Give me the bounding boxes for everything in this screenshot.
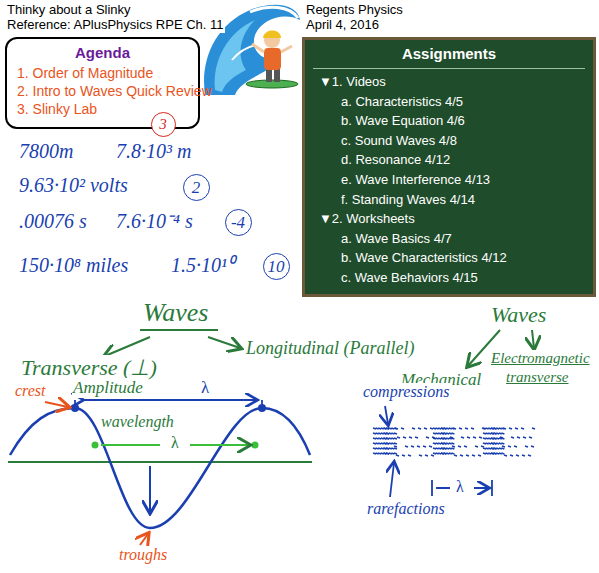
- symbol: λ: [455, 478, 465, 496]
- wave-type: Longitudinal (Parallel): [245, 338, 416, 359]
- wave-type: Electromagnetic: [490, 350, 591, 367]
- symbol: λ: [200, 378, 210, 398]
- wave-axis: [8, 461, 312, 463]
- circled-number-text: -4: [231, 214, 245, 231]
- circled-number: -4: [225, 209, 252, 236]
- amplitude-arrow: [149, 466, 151, 512]
- note: 1.5·10¹⁰: [170, 254, 235, 277]
- list-item: c. Sound Waves 4/8: [313, 131, 585, 151]
- circled-number-text: 10: [268, 258, 285, 275]
- list-item: a. Characteristics 4/5: [313, 92, 585, 112]
- crest-dot: [71, 404, 79, 412]
- list-item: d. Resonance 4/12: [313, 150, 585, 170]
- header-text: Regents Physics: [305, 3, 404, 18]
- branch-arrow: [105, 337, 150, 356]
- callout: troughs: [118, 546, 168, 564]
- heading: Waves: [142, 298, 209, 328]
- circled-number: 10: [263, 253, 290, 280]
- list-item: 1. Order of Magnitude: [17, 64, 188, 82]
- assignment-board: Assignments ▼1. Videosa. Characteristics …: [302, 37, 596, 297]
- callout: Amplitude: [72, 378, 144, 398]
- note: .00076 s: [18, 210, 88, 233]
- box-heading: Assignments: [313, 42, 585, 69]
- leader-line: [385, 406, 388, 424]
- leader-line: [140, 534, 148, 545]
- note: 7800m: [18, 140, 74, 163]
- wave-type: transverse: [505, 369, 570, 386]
- green-dot: [252, 442, 259, 449]
- heading: Waves: [490, 302, 547, 327]
- list-item: 2. Intro to Waves Quick Review: [17, 82, 188, 100]
- list-item: a. Wave Basics 4/7: [313, 229, 585, 249]
- note: 9.63·10² volts: [18, 174, 129, 197]
- branch-arrow: [532, 330, 534, 348]
- header-text: Reference: APlusPhysics RPE Ch. 11: [6, 18, 225, 33]
- note: 7.6·10⁻⁴ s: [115, 210, 194, 233]
- slinky-pattern: [373, 428, 535, 456]
- green-dot: [92, 442, 99, 449]
- list-item: f. Standing Waves 4/14: [313, 190, 585, 210]
- list-item: e. Wave Interference 4/13: [313, 170, 585, 190]
- callout: compressions: [362, 383, 451, 401]
- wavelength-arrow: [82, 399, 256, 401]
- callout: rarefactions: [366, 500, 446, 518]
- box-heading: Agenda: [17, 44, 188, 61]
- note: 7.8·10³ m: [115, 140, 192, 163]
- list-item: b. Wave Characteristics 4/12: [313, 248, 585, 268]
- circled-number: 3: [151, 112, 176, 137]
- list-item: b. Wave Equation 4/6: [313, 111, 585, 131]
- header-text: Thinky about a Slinky: [6, 3, 132, 18]
- crest-dot: [258, 404, 266, 412]
- list-item: c. Wave Behaviors 4/15: [313, 268, 585, 288]
- symbol: λ: [170, 434, 180, 452]
- transverse-wave: [10, 408, 310, 528]
- wave-type: Transverse (⊥): [20, 355, 158, 380]
- leader-line: [390, 463, 394, 497]
- callout: wavelength: [100, 413, 175, 431]
- list-item: ▼1. Videos: [313, 72, 585, 92]
- circled-number-text: 3: [159, 117, 167, 132]
- underline: [140, 329, 218, 331]
- tick: [75, 400, 262, 404]
- list-item: ▼2. Worksheets: [313, 209, 585, 229]
- note: 150·10⁸ miles: [18, 254, 129, 277]
- circled-number-text: 2: [192, 179, 201, 196]
- circled-number: 2: [183, 174, 210, 201]
- branch-arrow: [208, 337, 240, 348]
- callout: crest: [14, 382, 47, 400]
- header-text: April 4, 2016: [305, 18, 380, 33]
- leader-line: [45, 402, 68, 407]
